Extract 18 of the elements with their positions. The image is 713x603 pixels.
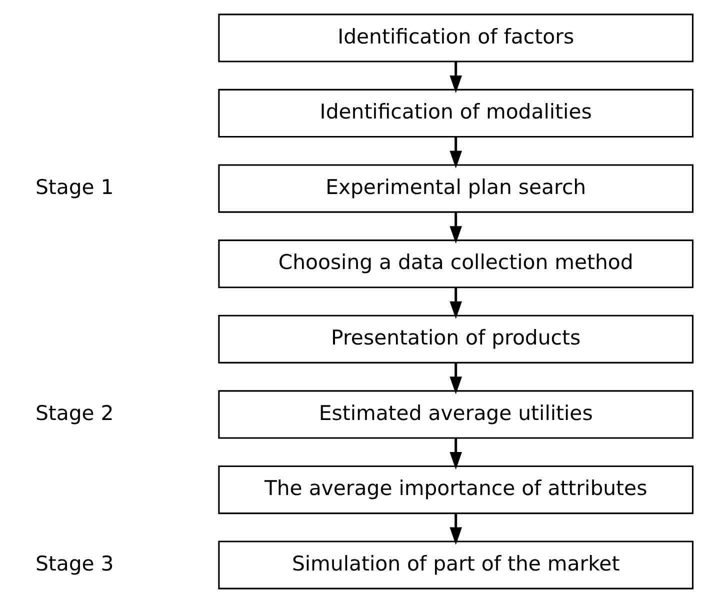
- arrow: [449, 136, 462, 168]
- node-box: Simulation of part of the market: [218, 540, 693, 590]
- arrow: [449, 287, 462, 319]
- label: Stage 2: [34, 400, 114, 425]
- label: Stage 3: [34, 551, 114, 576]
- label: Stage 1: [34, 174, 114, 199]
- arrow: [449, 62, 462, 94]
- node-box: Presentation of products: [218, 314, 693, 364]
- arrow: [449, 362, 462, 394]
- arrow: [449, 513, 462, 545]
- node-box: Identification of factors: [218, 14, 693, 62]
- node-box: Choosing a data collection method: [218, 240, 693, 288]
- arrow: [449, 438, 462, 470]
- arrow: [449, 212, 462, 244]
- node-box: The average importance of attributes: [218, 465, 693, 514]
- node-box: Identification of modalities: [218, 88, 693, 138]
- node-box: Experimental plan search: [218, 164, 693, 213]
- node-box: Estimated average utilities: [218, 390, 693, 439]
